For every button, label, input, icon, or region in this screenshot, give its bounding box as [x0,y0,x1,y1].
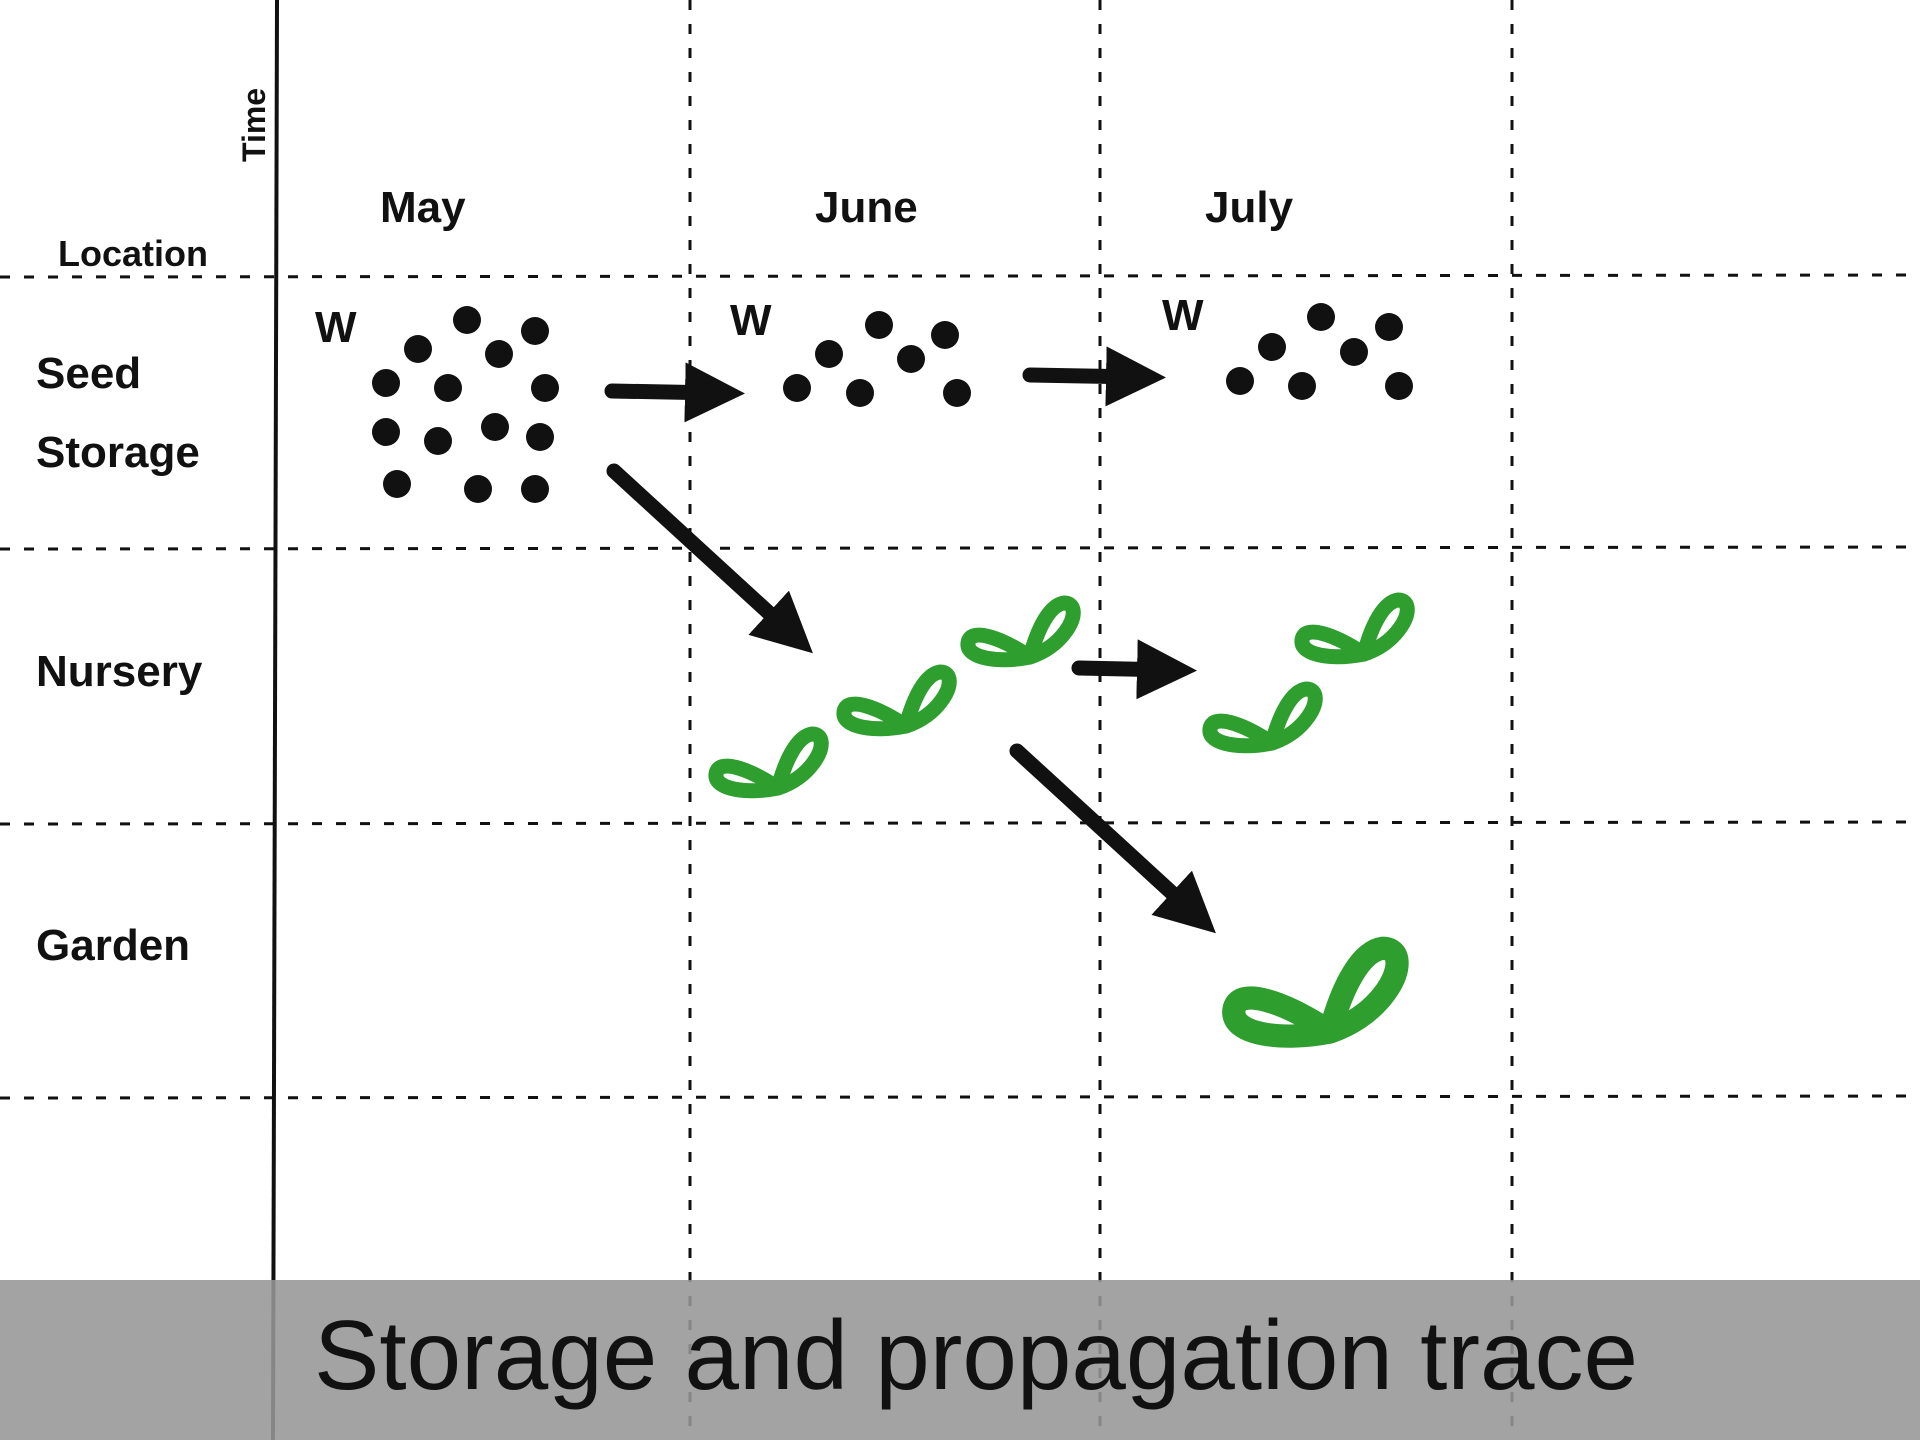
row-label-storage: Storage [36,428,200,477]
row-label-seed: Seed [36,349,141,398]
sprout-icon [716,734,821,791]
row-label-garden: Garden [36,921,190,970]
header-divider [0,273,1920,279]
sprout-icon [1302,600,1407,657]
seed-cluster-june [783,311,971,407]
arrow-icon [1022,346,1166,407]
seed-cluster-july [1226,303,1413,400]
diagram-caption: Storage and propagation trace [314,1300,1638,1410]
seed-marker-may: W [315,303,357,352]
arrow-icon [1009,743,1216,934]
row-label-nursery: Nursery [36,647,203,696]
column-header-may: May [380,183,466,232]
arrow-icon [604,362,745,423]
column-header-july: July [1205,183,1294,232]
location-axis-label: Location [58,233,208,274]
transition-arrows [604,346,1216,934]
seedling-garden-july [1234,948,1397,1036]
arrow-icon [1071,639,1197,700]
arrow-icon [606,463,813,654]
sprout-icon [968,603,1073,660]
caption-band [0,1280,1920,1440]
seed-cluster-may [372,306,559,503]
row-divider-storage-nursery [0,545,1920,551]
sprout-icon [844,672,949,729]
seedlings-nursery-july [1210,600,1407,746]
column-header-june: June [815,183,918,232]
time-axis-line [271,0,279,1440]
sprout-icon [1210,689,1315,746]
seed-marker-june: W [730,296,772,345]
seed-marker-july: W [1162,291,1204,340]
row-divider-garden-end [0,1094,1920,1100]
row-divider-nursery-garden [0,820,1920,826]
sprout-icon [1234,948,1397,1036]
time-axis-label: Time [236,88,272,162]
